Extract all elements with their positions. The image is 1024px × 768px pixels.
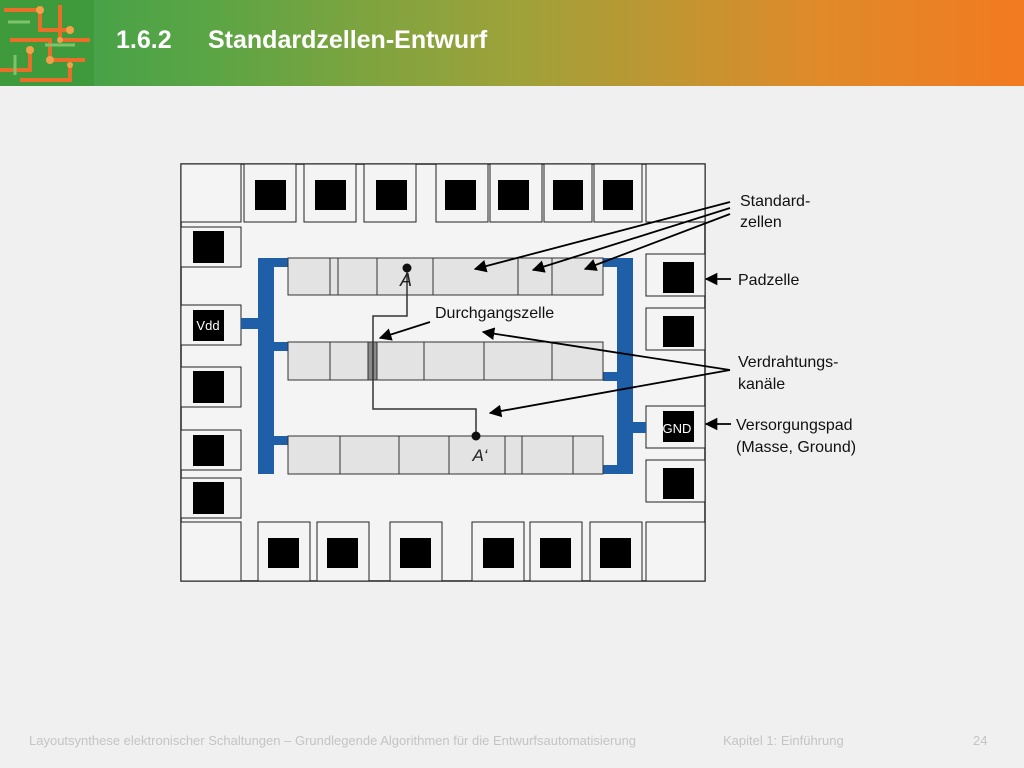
pad: [193, 482, 224, 514]
standard-cell: [504, 435, 523, 475]
section-number: 1.6.2: [116, 26, 172, 54]
standard-cell: [423, 341, 485, 381]
pad: [255, 180, 286, 210]
arrow-standard-cell-3: [583, 213, 731, 271]
cell-row-2: [287, 341, 604, 381]
point-a: [402, 263, 412, 273]
standard-cell: [339, 435, 400, 475]
bottom-pads: [268, 538, 631, 568]
vdd-pad: [193, 310, 224, 341]
standard-cells-label-1: Standard-: [740, 193, 810, 210]
corner-cell: [180, 163, 242, 223]
pad: [663, 316, 694, 347]
top-pad-row: [243, 163, 643, 223]
pad-cell-label: Padzelle: [738, 272, 799, 289]
circuit-board-logo: [0, 0, 94, 86]
vdd-label: Vdd: [196, 318, 219, 333]
supply-pad-label-1: Versorgungspad: [736, 417, 853, 434]
pad: [327, 538, 358, 568]
left-pads: [193, 231, 224, 514]
pad: [483, 538, 514, 568]
corner-cell: [645, 521, 706, 582]
standard-cell: [483, 341, 553, 381]
pad: [540, 538, 571, 568]
pad: [193, 231, 224, 263]
standard-cell: [521, 435, 574, 475]
bottom-pad-row: [257, 521, 643, 582]
section-title: Standardzellen-Entwurf: [208, 26, 488, 54]
arrow-routing-channel-1: [481, 327, 731, 371]
standard-cell: [432, 257, 519, 296]
page-title: 1.6.2 Standardzellen-Entwurf: [116, 26, 487, 55]
pad: [193, 371, 224, 403]
pad: [600, 538, 631, 568]
supply-pad-label-2: (Masse, Ground): [736, 439, 856, 456]
through-cell-label: Durchgangszelle: [435, 305, 554, 322]
gnd-label: GND: [663, 421, 692, 436]
standard-cell: [337, 257, 378, 296]
standard-cell: [287, 257, 331, 296]
standard-cell: [517, 257, 553, 296]
pad: [315, 180, 346, 210]
arrow-standard-cell-1: [473, 201, 731, 273]
pad: [553, 180, 583, 210]
pad: [400, 538, 431, 568]
pad: [445, 180, 476, 210]
top-pads: [255, 180, 633, 210]
standard-cells-label-2: zellen: [740, 214, 782, 231]
arrow-standard-cell-2: [531, 207, 731, 273]
pad-cell: [363, 163, 417, 223]
routing-label-1: Verdrahtungs-: [738, 354, 839, 371]
pad-cell: [471, 521, 525, 582]
cell-row-3: [287, 435, 604, 475]
corner-cell: [645, 163, 706, 223]
pad: [663, 262, 694, 293]
standard-cell: [329, 257, 339, 296]
cell-row-1: [287, 257, 604, 296]
gnd-pad: [663, 411, 694, 442]
annotation-arrows: [378, 201, 731, 431]
net-a-wire: [372, 268, 477, 436]
footer-course: Layoutsynthese elektronischer Schaltunge…: [29, 733, 637, 748]
point-a-label: A: [399, 270, 412, 290]
corner-cell: [180, 521, 242, 582]
gnd-rail: [603, 258, 646, 474]
point-a-prime: [471, 431, 481, 441]
header-bar: 1.6.2 Standardzellen-Entwurf: [0, 0, 1024, 86]
footer-page-number: 24: [973, 733, 988, 748]
pad: [376, 180, 407, 210]
standard-cell: [287, 435, 341, 475]
vdd-rail: [241, 258, 288, 474]
footer-chapter: Kapitel 1: Einführung: [723, 733, 844, 748]
standard-cell: [572, 435, 604, 475]
standard-cell: [551, 341, 604, 381]
point-a-prime-label: A‘: [471, 446, 488, 465]
arrow-routing-channel-2: [488, 369, 731, 418]
pad: [268, 538, 299, 568]
pad: [193, 435, 224, 466]
arrow-through-cell: [378, 321, 431, 341]
right-pads: [663, 262, 694, 499]
pad: [663, 468, 694, 499]
standard-cell: [329, 341, 369, 381]
standard-cell: [398, 435, 450, 475]
standard-cell: [287, 341, 331, 381]
pad: [498, 180, 529, 210]
standard-cell: [551, 257, 604, 296]
routing-label-2: kanäle: [738, 376, 785, 393]
pad: [603, 180, 633, 210]
standard-cell: [376, 341, 425, 381]
